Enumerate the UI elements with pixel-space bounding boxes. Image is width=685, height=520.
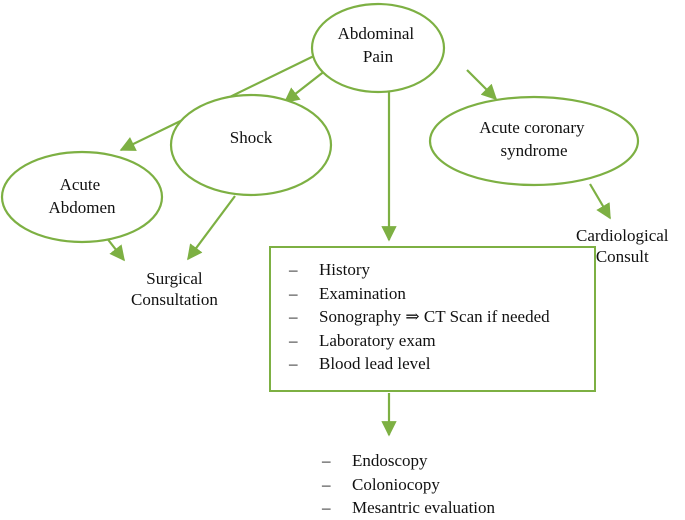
followup-item-coloniocopy: Coloniocopy xyxy=(352,474,440,494)
list-item: – History xyxy=(289,258,550,282)
list-item: – Sonography ⇒ CT Scan if needed xyxy=(289,305,550,329)
workup-box: – History – Examination – Sonography ⇒ CT S… xyxy=(269,246,596,392)
workup-list: – History – Examination – Sonography ⇒ CT S… xyxy=(289,258,550,376)
list-marker: – xyxy=(289,283,298,303)
node-shock: Shock xyxy=(169,93,333,197)
workup-item-laboratory: Laboratory exam xyxy=(319,330,436,350)
list-marker: – xyxy=(322,474,331,494)
node-acute-abdomen-line-1: Acute xyxy=(60,175,101,194)
svg-text:Abdominal Pain: Abdominal Pain xyxy=(338,24,419,66)
list-marker: – xyxy=(289,260,298,279)
node-acute-abdomen-line-2: Abdomen xyxy=(48,198,116,217)
list-marker: – xyxy=(322,498,331,517)
followup-item-mesantric: Mesantric evaluation xyxy=(352,498,496,517)
node-acute-abdomen: Acute Abdomen xyxy=(0,150,164,244)
node-abdominal-pain-line-2: Pain xyxy=(363,47,394,66)
list-item: – Examination xyxy=(289,282,550,306)
list-marker: – xyxy=(322,451,331,470)
arrow-pain-to-acute-coronary xyxy=(466,69,498,101)
node-shock-label: Shock xyxy=(230,128,273,147)
svg-text:Acute coronary syndrome: Acute coronary syndrome xyxy=(479,118,589,160)
svg-text:Shock: Shock xyxy=(230,128,273,147)
node-acute-coronary-line-1: Acute coronary xyxy=(479,118,585,137)
arrow-acute-coronary-to-cardio xyxy=(589,183,611,220)
node-acute-coronary-line-2: syndrome xyxy=(500,141,567,160)
workup-item-history: History xyxy=(319,260,370,279)
surgical-consultation-label: Surgical Consultation xyxy=(131,268,218,310)
list-item: – Laboratory exam xyxy=(289,329,550,353)
list-item: – Endoscopy xyxy=(322,449,495,473)
surgical-label-line-1: Surgical xyxy=(146,269,203,288)
list-marker: – xyxy=(289,330,298,350)
list-marker: – xyxy=(289,354,298,373)
followup-list: – Endoscopy – Coloniocopy – Mesantric evalu… xyxy=(322,449,495,520)
list-item: – Coloniocopy xyxy=(322,473,495,497)
node-abdominal-pain-line-1: Abdominal xyxy=(338,24,415,43)
followup-item-endoscopy: Endoscopy xyxy=(352,451,428,470)
list-item: – Mesantric evaluation xyxy=(322,496,495,520)
svg-text:Acute Abdomen: Acute Abdomen xyxy=(48,175,116,217)
node-acute-coronary-syndrome: Acute coronary syndrome xyxy=(428,95,640,187)
arrow-shock-to-surgical xyxy=(187,195,236,261)
workup-item-blood-lead: Blood lead level xyxy=(319,354,431,373)
workup-item-examination: Examination xyxy=(319,283,406,303)
workup-item-sonography: Sonography ⇒ CT Scan if needed xyxy=(319,307,550,326)
surgical-label-line-2: Consultation xyxy=(131,290,218,309)
list-item: – Blood lead level xyxy=(289,352,550,376)
list-marker: – xyxy=(289,307,298,326)
cardio-label-line-2: Consult xyxy=(595,247,649,266)
cardio-label-line-1: Cardiological xyxy=(576,226,669,245)
cardiological-consult-label: Cardiological Consult xyxy=(576,225,669,267)
arrow-acute-abdomen-to-surgical xyxy=(105,236,125,262)
arrow-pain-to-shock xyxy=(283,69,327,103)
node-abdominal-pain: Abdominal Pain xyxy=(310,2,446,94)
